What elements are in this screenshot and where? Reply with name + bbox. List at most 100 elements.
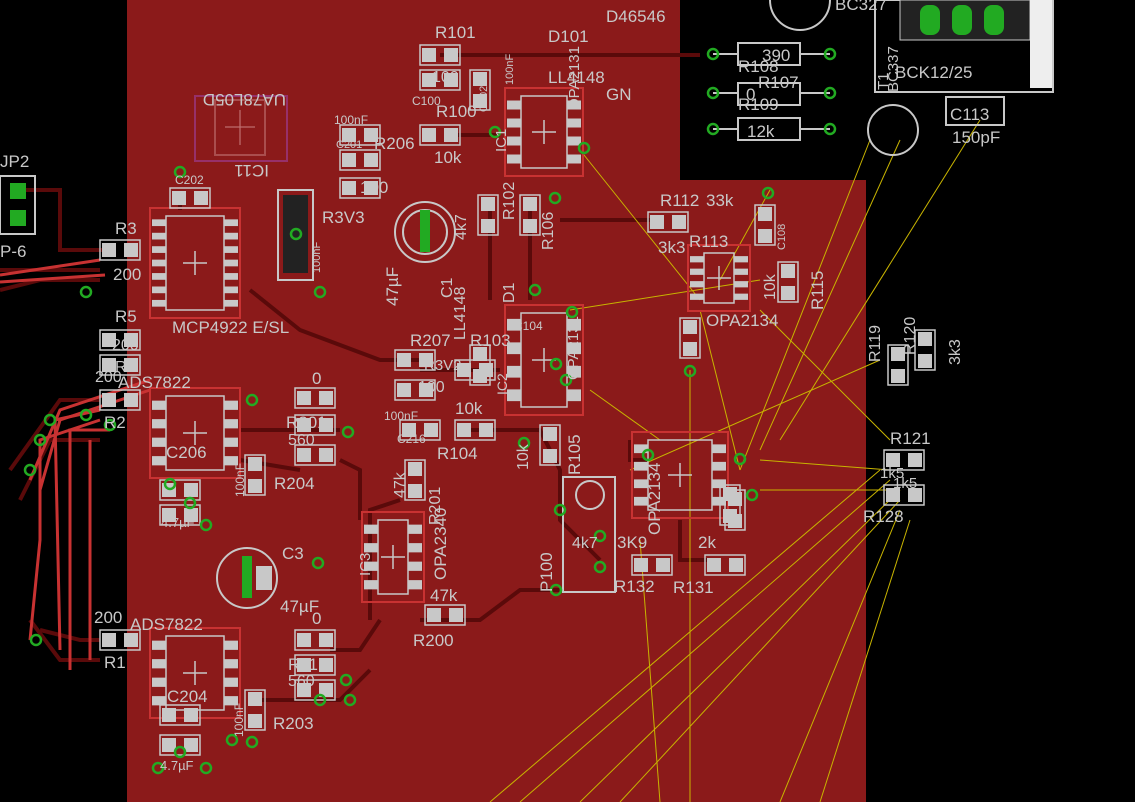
passive-outline[interactable] [159, 479, 201, 501]
passive-outline[interactable] [539, 424, 561, 466]
passive-pad [184, 738, 198, 752]
passive-outline[interactable] [394, 349, 436, 371]
passive-outline[interactable] [99, 239, 141, 261]
passive-pad [342, 181, 356, 195]
passive-pad [479, 423, 493, 437]
silk-label-val10k-a: 10k [455, 399, 483, 418]
silk-label-opa2131-b: OPA2131 [565, 316, 582, 380]
silk-label-c216-nf: 100nF [384, 409, 418, 423]
passive-pad [319, 658, 333, 672]
silk-label-c201: C201 [336, 139, 362, 151]
passive-outline[interactable] [724, 489, 746, 531]
passive-outline[interactable] [469, 344, 491, 386]
ic-outline[interactable] [361, 511, 425, 603]
silk-label-r113-val: 3k3 [658, 238, 685, 257]
passive-outline[interactable] [339, 177, 381, 199]
silk-label-r115: R115 [808, 271, 827, 310]
silk-label-p100-val: 4k7 [572, 535, 598, 552]
ic-pin [507, 342, 521, 355]
ic-pin [224, 696, 238, 706]
via [151, 761, 165, 775]
silk-label-r108: R108 [738, 57, 779, 76]
ic-pin [507, 365, 521, 378]
ic-outline[interactable] [631, 431, 729, 519]
ic-pin [734, 281, 748, 288]
silk-label-r200: R200 [413, 631, 454, 650]
ic-pin [364, 580, 378, 590]
ic-pin [690, 268, 704, 275]
silk-label-val200-c: 200 [94, 608, 122, 627]
passive-outline[interactable] [477, 194, 499, 236]
silk-label-zero-a: 0 [312, 369, 321, 388]
passive-outline[interactable] [99, 354, 141, 376]
passive-pad [908, 453, 922, 467]
silk-label-r5: R5 [115, 307, 137, 326]
passive-outline[interactable] [159, 734, 201, 756]
passive-outline[interactable] [394, 379, 436, 401]
passive-outline[interactable] [647, 211, 689, 233]
passive-outline[interactable] [704, 554, 746, 576]
silk-label-mcp: MCP4922 E/SL [172, 318, 289, 337]
passive-outline[interactable] [631, 554, 673, 576]
passive-outline[interactable] [883, 449, 925, 471]
ic-pin [152, 419, 166, 429]
via [199, 518, 213, 532]
ic-body [520, 312, 568, 408]
passive-outline[interactable] [99, 389, 141, 411]
ic-pin [507, 318, 521, 331]
passive-outline[interactable] [679, 317, 701, 359]
ic-body [377, 519, 409, 595]
passive-outline[interactable] [294, 629, 336, 651]
passive-outline[interactable] [294, 414, 336, 436]
passive-pad [728, 492, 742, 506]
ic-outline[interactable] [149, 387, 241, 479]
via [79, 285, 93, 299]
passive-outline[interactable] [419, 69, 461, 91]
silk-label-c3-val: 47µF [280, 597, 319, 616]
ic-outline[interactable] [687, 244, 751, 312]
passive-outline[interactable] [404, 459, 426, 501]
passive-outline[interactable] [99, 329, 141, 351]
passive-outline[interactable] [294, 654, 336, 676]
ic-pin [224, 219, 238, 227]
ic-outline[interactable] [504, 304, 584, 416]
ic-pin [634, 479, 648, 489]
passive-outline[interactable] [294, 387, 336, 409]
passive-outline[interactable] [99, 629, 141, 651]
passive-outline[interactable] [399, 419, 441, 441]
passive-pad [891, 369, 905, 383]
ic-pin [734, 268, 748, 275]
jumper-jp2[interactable] [0, 175, 36, 235]
passive-outline[interactable] [454, 419, 496, 441]
passive-outline[interactable] [469, 69, 491, 111]
via [313, 693, 327, 707]
passive-outline[interactable] [419, 124, 461, 146]
passive-pad [342, 128, 356, 142]
passive-outline[interactable] [424, 604, 466, 626]
silk-label-r104: R104 [437, 444, 478, 463]
passive-outline[interactable] [244, 454, 266, 496]
passive-outline[interactable] [159, 504, 201, 526]
passive-pad [886, 488, 900, 502]
passive-outline[interactable] [419, 44, 461, 66]
passive-outline[interactable] [887, 344, 909, 386]
passive-outline[interactable] [519, 194, 541, 236]
passive-pad [758, 229, 772, 243]
passive-outline[interactable] [777, 261, 799, 303]
voltage-reference-r3v3 [277, 189, 314, 281]
passive-outline[interactable] [159, 704, 201, 726]
passive-pad [634, 558, 648, 572]
passive-outline[interactable] [294, 444, 336, 466]
passive-outline[interactable] [883, 484, 925, 506]
passive-outline[interactable] [244, 689, 266, 731]
ic-outline[interactable] [504, 87, 584, 177]
passive-outline[interactable] [754, 204, 776, 246]
passive-outline[interactable] [339, 124, 381, 146]
copper-pour-top [127, 0, 866, 802]
passive-pad [248, 479, 262, 493]
via [733, 452, 747, 466]
passive-outline[interactable] [914, 329, 936, 371]
passive-outline[interactable] [169, 187, 211, 209]
passive-outline[interactable] [339, 149, 381, 171]
